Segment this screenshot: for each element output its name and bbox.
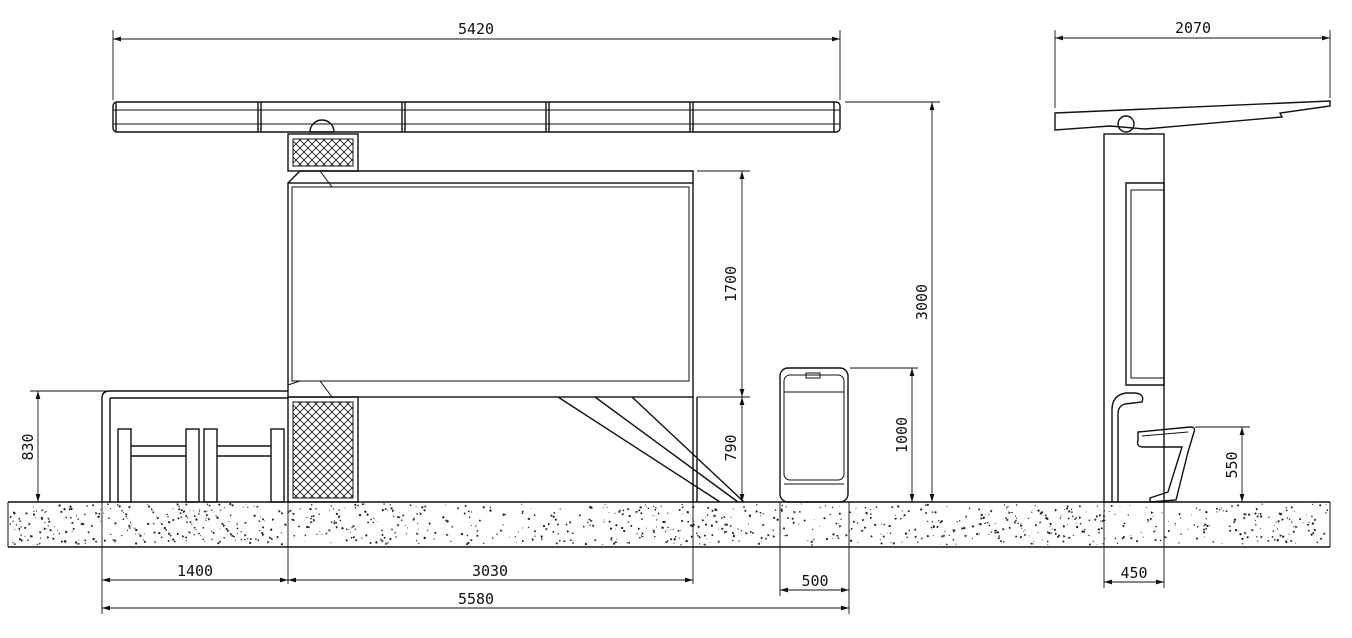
advertising-panel bbox=[287, 170, 694, 398]
dim-total-width: 5420 bbox=[458, 20, 494, 38]
dim-side-depth: 2070 bbox=[1175, 19, 1211, 37]
dim-side-seat-height: 550 bbox=[1223, 451, 1241, 478]
dim-total-height: 3000 bbox=[913, 284, 931, 320]
side-view bbox=[1054, 100, 1331, 503]
ground bbox=[7, 501, 1331, 548]
dim-bin-width: 500 bbox=[801, 572, 828, 590]
waste-bin bbox=[779, 367, 849, 503]
ground-texture bbox=[9, 503, 1329, 546]
diagonal-braces bbox=[557, 396, 745, 503]
roof-front bbox=[112, 101, 841, 133]
lower-column bbox=[287, 396, 359, 503]
dim-panel-height: 1700 bbox=[722, 266, 740, 302]
dim-post-width: 450 bbox=[1120, 564, 1147, 582]
upper-column-box bbox=[287, 133, 359, 172]
dim-panel-clearance: 790 bbox=[722, 434, 740, 461]
dimension-lines bbox=[30, 30, 1331, 614]
dim-panel-length: 3030 bbox=[472, 562, 508, 580]
dim-bench-length: 1400 bbox=[177, 562, 213, 580]
dim-bin-height: 1000 bbox=[893, 417, 911, 453]
bench-front bbox=[101, 390, 288, 503]
dim-overall-length: 5580 bbox=[458, 590, 494, 608]
dim-bench-height: 830 bbox=[19, 433, 37, 460]
